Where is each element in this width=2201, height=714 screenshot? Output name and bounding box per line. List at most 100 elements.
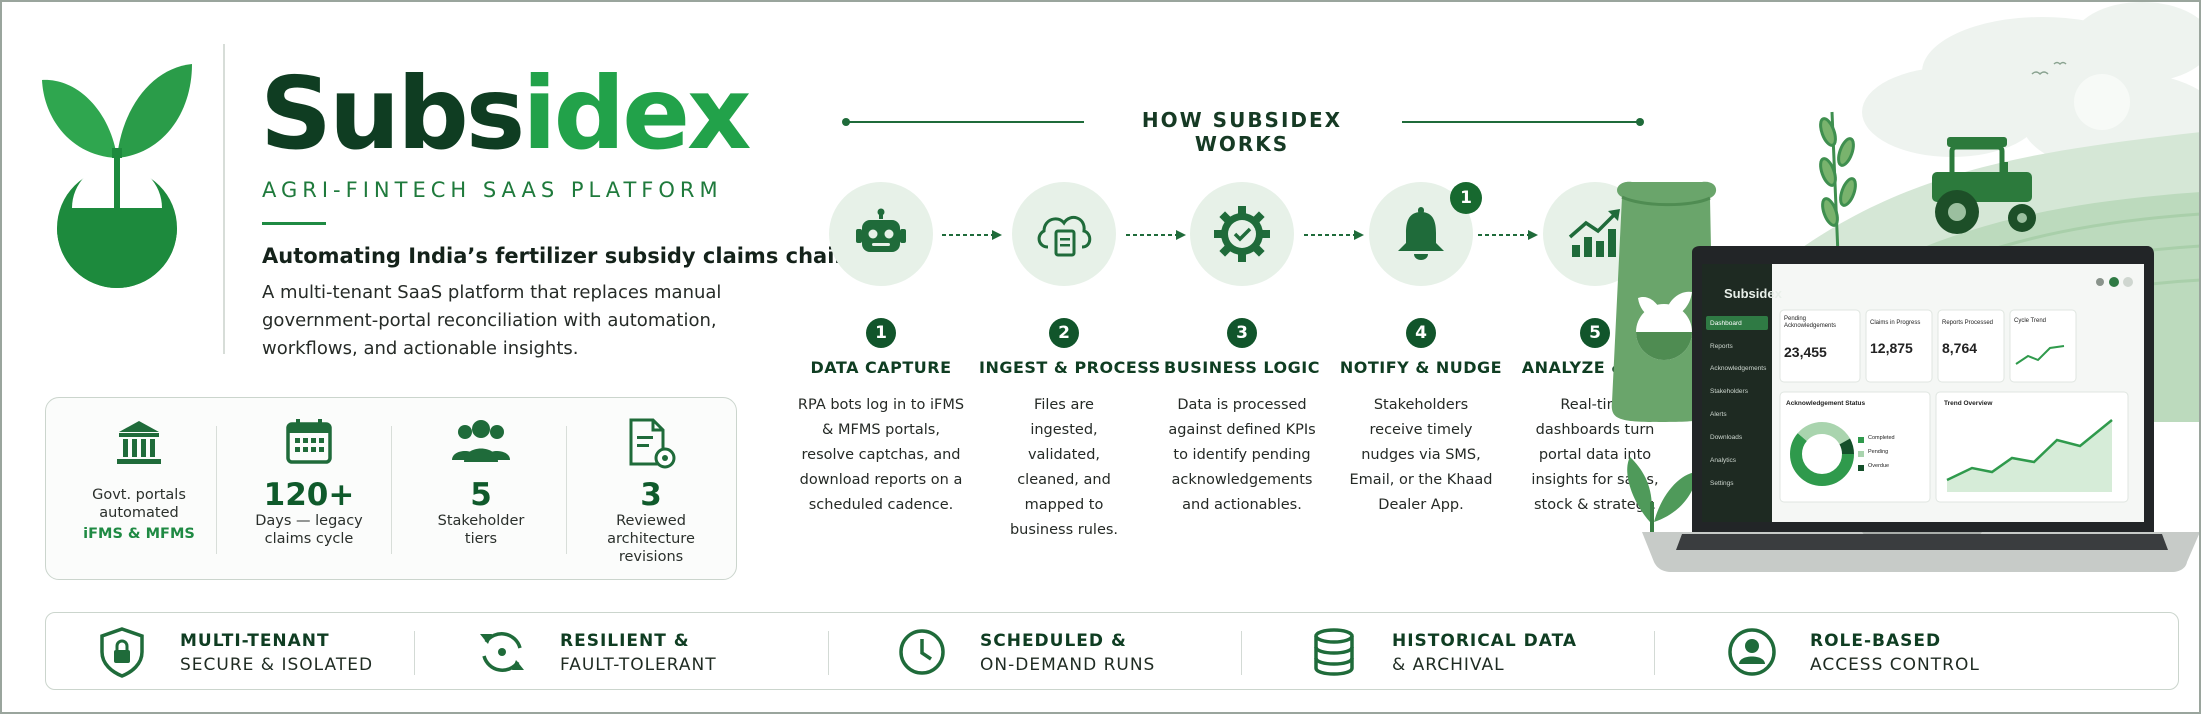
calendar-icon (286, 419, 332, 464)
plant-icon (1627, 457, 1698, 542)
step-title: INGEST & PROCESS (979, 358, 1161, 377)
step-title: NOTIFY & NUDGE (1339, 358, 1503, 377)
kpi-value: 12,875 (1870, 340, 1913, 356)
feature-subtitle: ON-DEMAND RUNS (980, 655, 1156, 675)
step-description: RPA bots log in to iFMS & MFMS portals, … (797, 397, 965, 513)
step-number: 4 (1406, 318, 1436, 348)
feature-divider (1654, 631, 1655, 675)
stat-label: Govt. portals automated (92, 487, 186, 521)
dashboard-nav-item[interactable]: Stakeholders (1710, 388, 1748, 395)
step-number: 5 (1580, 318, 1610, 348)
shield-lock-icon (100, 627, 144, 678)
subtitle-underline (262, 222, 326, 225)
clock-icon (899, 629, 945, 675)
user-circle-icon (1728, 628, 1776, 676)
step-number: 3 (1227, 318, 1257, 348)
stat-portals: Govt. portals automated iFMS & MFMS (54, 416, 224, 542)
step-description: Stakeholders receive timely nudges via S… (1349, 397, 1493, 513)
notification-badge: 1 (1450, 182, 1482, 214)
dashboard-nav-item[interactable]: Acknowledgements (1710, 365, 1767, 372)
feature-title: SCHEDULED & (980, 631, 1127, 651)
how-line-dot (842, 118, 850, 126)
feature-title: RESILIENT & (560, 631, 690, 651)
kpi-value: 23,455 (1784, 344, 1827, 360)
step-title: DATA CAPTURE (810, 358, 952, 377)
how-title: HOW SUBSIDEX WORKS (1141, 108, 1343, 156)
step-number: 1 (866, 318, 896, 348)
stat-highlight: iFMS & MFMS (83, 526, 195, 542)
gear-check-icon (1214, 206, 1270, 262)
description: A multi-tenant SaaS platform that replac… (262, 282, 722, 359)
laptop (1642, 246, 2199, 572)
stat-value: 3 (640, 477, 662, 513)
sprout-logo-icon (42, 64, 192, 288)
dashboard-nav-item[interactable]: Alerts (1710, 411, 1727, 418)
dashboard-nav-item[interactable]: Settings (1710, 480, 1734, 487)
feature-subtitle: & ARCHIVAL (1392, 655, 1505, 675)
stat-tiers: 5 Stakeholder tiers (396, 416, 566, 548)
stat-label: Reviewed architecture revisions (607, 513, 695, 565)
step-icon-circle (1190, 182, 1294, 286)
feature-subtitle: FAULT-TOLERANT (560, 655, 717, 675)
arrow-right-icon (1478, 230, 1538, 240)
step-icon-circle (1012, 182, 1116, 286)
stat-divider (566, 426, 567, 554)
document-gear-icon (629, 418, 676, 469)
dashboard-nav-item[interactable]: Dashboard (1710, 320, 1742, 327)
robot-icon (856, 208, 906, 252)
feature-title: HISTORICAL DATA (1392, 631, 1578, 651)
feature-divider (414, 631, 415, 675)
database-icon (1314, 628, 1354, 676)
step-description: Data is processed against defined KPIs t… (1168, 397, 1316, 513)
kpi-label: Cycle Trend (2014, 318, 2047, 324)
tagline: Automating India’s fertilizer subsidy cl… (262, 244, 850, 268)
kpi-label: Reports Processed (1942, 320, 1994, 326)
step-icon-circle (1369, 182, 1473, 286)
legend-item: Pending (1868, 449, 1889, 455)
cloud-document-icon (1037, 215, 1092, 257)
dashboard-app-name: Subsidex (1724, 286, 1782, 301)
stat-label: Days — legacy claims cycle (255, 513, 363, 547)
stat-value: 120+ (263, 477, 355, 513)
kpi-label: Pending Acknowledgements (1784, 316, 1837, 329)
legend-item: Overdue (1868, 463, 1890, 469)
step-data-capture: 1 DATA CAPTURE RPA bots log in to iFMS &… (796, 182, 966, 518)
dashboard-nav-item[interactable]: Reports (1710, 343, 1733, 350)
stat-label: Stakeholder tiers (437, 513, 525, 547)
step-notify-nudge: 4 NOTIFY & NUDGE Stakeholders receive ti… (1336, 182, 1506, 518)
users-icon (452, 420, 510, 462)
tractor-icon (1932, 137, 2036, 234)
step-business-logic: 3 BUSINESS LOGIC Data is processed again… (1157, 182, 1327, 518)
ack-status-title: Acknowledgement Status (1786, 400, 1866, 407)
refresh-icon (480, 632, 524, 672)
kpi-label: Claims in Progress (1870, 320, 1921, 326)
stat-divider (391, 426, 392, 554)
brand-name: Subsidex (260, 55, 752, 172)
feature-divider (1241, 631, 1242, 675)
farm-illustration (1611, 2, 2199, 572)
feature-subtitle: SECURE & ISOLATED (180, 655, 374, 675)
kpi-value: 8,764 (1942, 340, 1978, 356)
stat-value: 5 (470, 477, 492, 513)
features-bar: MULTI-TENANT SECURE & ISOLATED RESILIENT… (45, 612, 2179, 690)
step-title: BUSINESS LOGIC (1164, 358, 1320, 377)
stat-days: 120+ Days — legacy claims cycle (224, 416, 394, 548)
bell-icon (1398, 207, 1444, 260)
dashboard-nav-item[interactable]: Analytics (1710, 457, 1737, 464)
feature-title: MULTI-TENANT (180, 631, 330, 651)
trend-title: Trend Overview (1944, 400, 1993, 407)
growth-chart-icon (1568, 209, 1620, 257)
government-building-icon (117, 421, 161, 464)
step-description: Files are ingested, validated, cleaned, … (1009, 397, 1119, 538)
legend-item: Completed (1868, 435, 1895, 441)
fertilizer-bag-icon (1611, 181, 1717, 422)
feature-title: ROLE-BASED (1810, 631, 1942, 651)
how-line-right (1402, 121, 1640, 123)
dashboard-nav-item[interactable]: Downloads (1710, 434, 1743, 441)
arrow-right-icon (1304, 230, 1364, 240)
arrow-right-icon (1126, 230, 1186, 240)
how-line-dot (1636, 118, 1644, 126)
how-line-left (848, 121, 1084, 123)
step-icon-circle (829, 182, 933, 286)
